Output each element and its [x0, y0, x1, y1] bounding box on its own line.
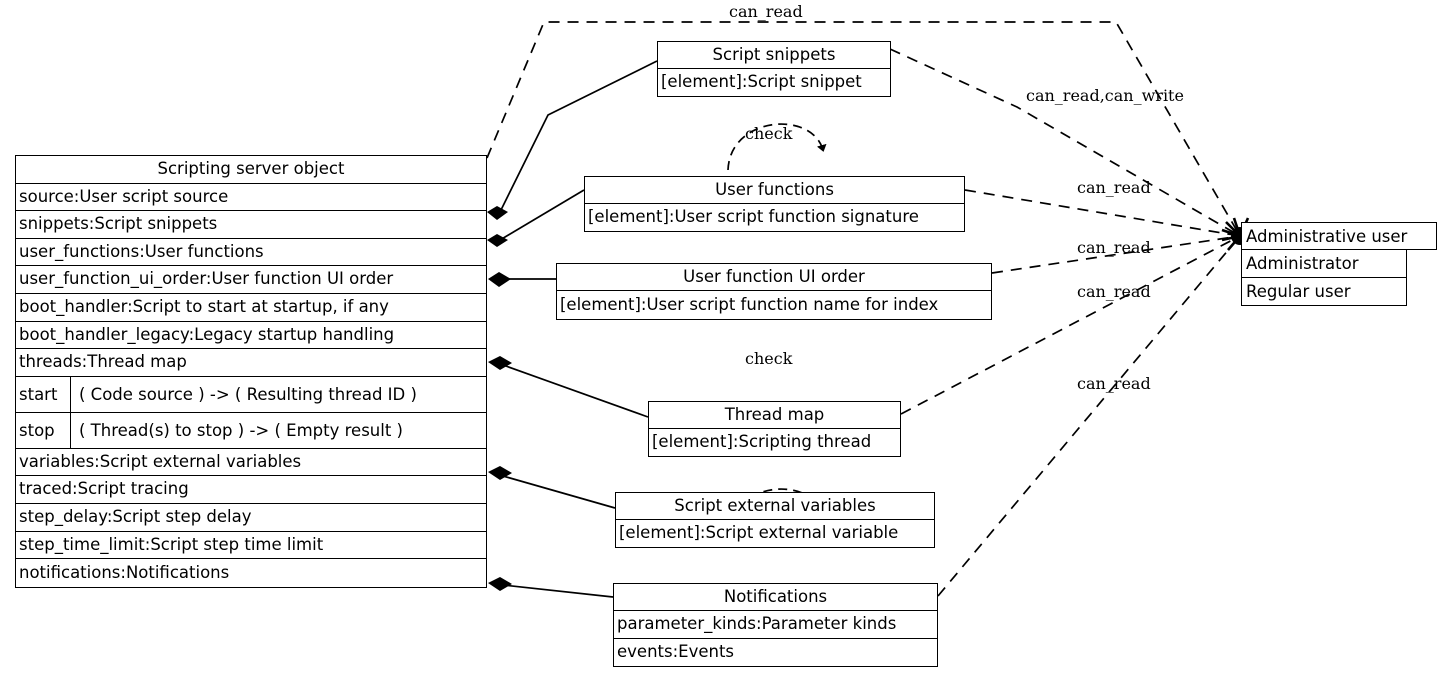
attribute-row-boot-handler: boot_handler:Script to start at startup,… — [16, 294, 486, 322]
edge-composition-user-functions — [499, 189, 585, 241]
attribute-row-threads: threads:Thread map — [16, 349, 486, 377]
enum-literal-administrator: Administrator — [1241, 250, 1407, 278]
class-box-administrative-user[interactable]: Administrative user Administrator Regula… — [1241, 222, 1437, 308]
edge-label-can-read-user-functions: can_read — [1077, 178, 1151, 197]
class-row-thread-map-element: [element]:Scripting thread — [652, 432, 872, 452]
attribute-row-step-time-limit: step_time_limit:Script step time limit — [16, 532, 486, 560]
class-title-notifications: Notifications — [614, 584, 937, 611]
edge-label-check-user-functions: check — [745, 124, 793, 143]
method-signature-stop: ( Thread(s) to stop ) -> ( Empty result … — [79, 420, 403, 440]
edge-composition-threads — [502, 364, 649, 418]
edge-composition-notifications — [502, 584, 614, 598]
edge-label-can-read-ui-order-upper: can_read — [1077, 238, 1151, 257]
class-row-user-functions-element: [element]:User script function signature — [588, 207, 919, 227]
class-title-script-snippets: Script snippets — [658, 42, 890, 69]
attribute-row-source: source:User script source — [16, 184, 486, 212]
enum-literal-regular-user: Regular user — [1241, 278, 1407, 306]
edge-label-can-read-thread-map: can_read — [1077, 374, 1151, 393]
attribute-row-boot-handler-legacy: boot_handler_legacy:Legacy startup handl… — [16, 322, 486, 350]
method-signature-start: ( Code source ) -> ( Resulting thread ID… — [79, 384, 417, 404]
composition-diamond-threads — [488, 356, 512, 370]
class-box-script-snippets[interactable]: Script snippets [element]:Script snippet — [657, 41, 891, 97]
composition-diamond-snippets — [487, 206, 508, 220]
class-title-administrative-user: Administrative user — [1241, 222, 1437, 250]
class-box-script-external-variables[interactable]: Script external variables [element]:Scri… — [615, 492, 935, 548]
class-box-notifications[interactable]: Notifications parameter_kinds:Parameter … — [613, 583, 938, 667]
method-row-stop: stop ( Thread(s) to stop ) -> ( Empty re… — [16, 412, 486, 449]
method-name-stop: stop — [16, 412, 71, 448]
class-title-user-function-ui-order: User function UI order — [557, 264, 991, 291]
edge-label-check-thread-map: check — [745, 349, 793, 368]
attribute-row-variables: variables:Script external variables — [16, 449, 486, 477]
edge-composition-variables — [502, 475, 616, 509]
class-box-user-functions[interactable]: User functions [element]:User script fun… — [584, 176, 965, 232]
class-box-thread-map[interactable]: Thread map [element]:Scripting thread — [648, 401, 901, 457]
class-row-script-snippets-element: [element]:Script snippet — [661, 72, 862, 92]
attribute-row-notifications: notifications:Notifications — [19, 562, 230, 582]
class-row-script-external-variables-element: [element]:Script external variable — [619, 523, 899, 543]
class-box-user-function-ui-order[interactable]: User function UI order [element]:User sc… — [556, 263, 992, 320]
class-box-scripting-server-object[interactable]: Scripting server object source:User scri… — [15, 155, 487, 588]
composition-diamond-ui-order — [488, 272, 511, 287]
attribute-row-user-functions: user_functions:User functions — [16, 239, 486, 267]
attribute-row-snippets: snippets:Script snippets — [16, 211, 486, 239]
class-row-user-function-ui-order-element: [element]:User script function name for … — [560, 294, 939, 314]
attribute-row-step-delay: step_delay:Script step delay — [16, 504, 486, 532]
class-title-scripting-server-object: Scripting server object — [16, 156, 486, 184]
edge-label-can-read-main: can_read — [729, 2, 803, 21]
composition-diamond-user-functions — [487, 234, 508, 247]
class-title-user-functions: User functions — [585, 177, 964, 204]
method-row-start: start ( Code source ) -> ( Resulting thr… — [16, 376, 486, 413]
edge-label-can-read-can-write: can_read,can_write — [1026, 86, 1184, 105]
attribute-row-traced: traced:Script tracing — [16, 476, 486, 504]
composition-diamond-variables — [488, 466, 512, 480]
class-title-thread-map: Thread map — [649, 402, 900, 429]
class-title-script-external-variables: Script external variables — [616, 493, 934, 520]
composition-diamond-notifications — [488, 577, 512, 591]
class-row-notifications-parameter-kinds: parameter_kinds:Parameter kinds — [614, 611, 937, 639]
attribute-row-user-function-ui-order: user_function_ui_order:User function UI … — [16, 266, 486, 294]
edge-label-can-read-ui-order-lower: can_read — [1077, 282, 1151, 301]
method-name-start: start — [16, 376, 71, 412]
class-row-notifications-events: events:Events — [617, 642, 735, 662]
